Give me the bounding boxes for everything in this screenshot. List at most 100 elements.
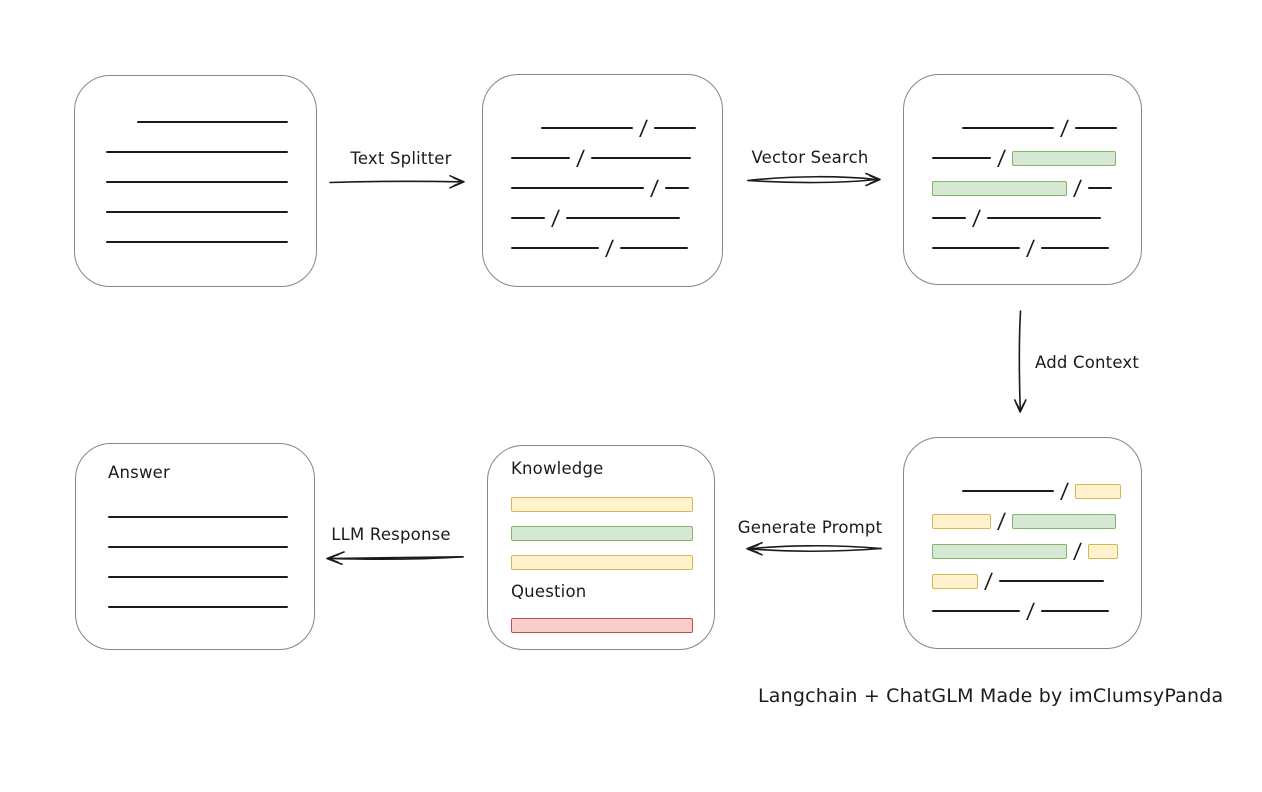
text-line-row: / [511, 146, 722, 170]
text-line-row: / [511, 236, 722, 260]
text-line-row [511, 616, 694, 634]
text-line [108, 516, 288, 518]
yellow-highlight-bar [511, 496, 693, 512]
text-line-row [108, 538, 314, 556]
question-bars [511, 616, 694, 634]
question-label: Question [511, 582, 587, 601]
text-line [962, 127, 1054, 129]
context-chunks-box: / / / / / [903, 437, 1142, 649]
slash-separator: / [1025, 599, 1036, 623]
text-line [566, 217, 681, 219]
text-line [932, 610, 1020, 612]
generate-prompt-arrow-icon [746, 542, 882, 556]
text-line [108, 576, 288, 578]
source-document-box [74, 75, 317, 287]
slash-separator: / [550, 206, 561, 230]
text-line-row: / [932, 509, 1141, 533]
red-highlight-bar [511, 617, 693, 633]
green-highlight-bar [1012, 513, 1117, 529]
green-highlight-bar [932, 180, 1067, 196]
slash-separator: / [638, 116, 649, 140]
text-line-row: / [932, 479, 1141, 503]
text-line [106, 151, 288, 153]
text-line-row: / [932, 569, 1141, 593]
answer-box: Answer [75, 443, 315, 650]
text-line [654, 127, 697, 129]
yellow-highlight-bar [932, 573, 978, 589]
text-line-row: / [511, 206, 722, 230]
text-line [511, 217, 545, 219]
vector-matches-lines: / / / / / [904, 75, 1141, 269]
yellow-highlight-bar [932, 513, 991, 529]
slash-separator: / [1072, 539, 1083, 563]
text-line [591, 157, 692, 159]
text-line-row [106, 143, 316, 161]
text-line-row: / [511, 116, 722, 140]
text-line [511, 247, 599, 249]
vector-search-arrow-icon [747, 172, 881, 187]
text-line [106, 181, 288, 183]
slash-separator: / [1059, 116, 1070, 140]
text-line [665, 187, 690, 189]
text-line [999, 580, 1105, 582]
text-line [962, 490, 1054, 492]
vector-search-label: Vector Search [751, 148, 869, 167]
text-line-row: / [932, 116, 1141, 140]
split-text-box: / / / / / [482, 74, 723, 287]
green-highlight-bar [932, 543, 1067, 559]
text-splitter-label: Text Splitter [350, 149, 452, 168]
context-chunks-lines: / / / / / [904, 438, 1141, 632]
text-splitter-arrow-icon [329, 175, 465, 189]
llm-response-label: LLM Response [331, 525, 451, 544]
generate-prompt-label: Generate Prompt [737, 518, 883, 537]
text-line-row [511, 553, 694, 571]
text-line-row [108, 568, 314, 586]
text-line [932, 217, 966, 219]
green-highlight-bar [511, 525, 693, 541]
text-line-row: / [932, 146, 1141, 170]
text-line [1088, 187, 1113, 189]
answer-label: Answer [108, 463, 170, 482]
slash-separator: / [983, 569, 994, 593]
slash-separator: / [996, 146, 1007, 170]
slash-separator: / [971, 206, 982, 230]
text-line [106, 211, 288, 213]
add-context-arrow-icon [1014, 310, 1027, 413]
slash-separator: / [1072, 176, 1083, 200]
yellow-highlight-bar [1075, 483, 1122, 499]
answer-lines [76, 444, 314, 628]
text-line [137, 121, 288, 123]
slash-separator: / [1025, 236, 1036, 260]
text-line [106, 241, 288, 243]
yellow-highlight-bar [511, 554, 693, 570]
diagram-caption: Langchain + ChatGLM Made by imClumsyPand… [758, 685, 1224, 707]
text-line [511, 157, 570, 159]
text-line-row [106, 113, 316, 131]
text-line-row [511, 524, 694, 542]
knowledge-bars [511, 495, 694, 571]
text-line-row [106, 173, 316, 191]
split-text-lines: / / / / / [483, 75, 722, 269]
text-line-row: / [932, 236, 1141, 260]
text-line-row [108, 598, 314, 616]
text-line-row: / [932, 176, 1141, 200]
slash-separator: / [1059, 479, 1070, 503]
text-line-row: / [511, 176, 722, 200]
prompt-box-content: Knowledge Question [511, 459, 694, 645]
slash-separator: / [996, 509, 1007, 533]
text-line [1041, 610, 1110, 612]
slash-separator: / [649, 176, 660, 200]
text-line [1075, 127, 1118, 129]
text-line [108, 546, 288, 548]
vector-matches-box: / / / / / [903, 74, 1142, 285]
slash-separator: / [604, 236, 615, 260]
slash-separator: / [575, 146, 586, 170]
green-highlight-bar [1012, 150, 1117, 166]
add-context-label: Add Context [1035, 353, 1140, 372]
text-line-row: / [932, 206, 1141, 230]
text-line [987, 217, 1102, 219]
text-line-row: / [932, 539, 1141, 563]
text-line-row [511, 495, 694, 513]
text-line [1041, 247, 1110, 249]
